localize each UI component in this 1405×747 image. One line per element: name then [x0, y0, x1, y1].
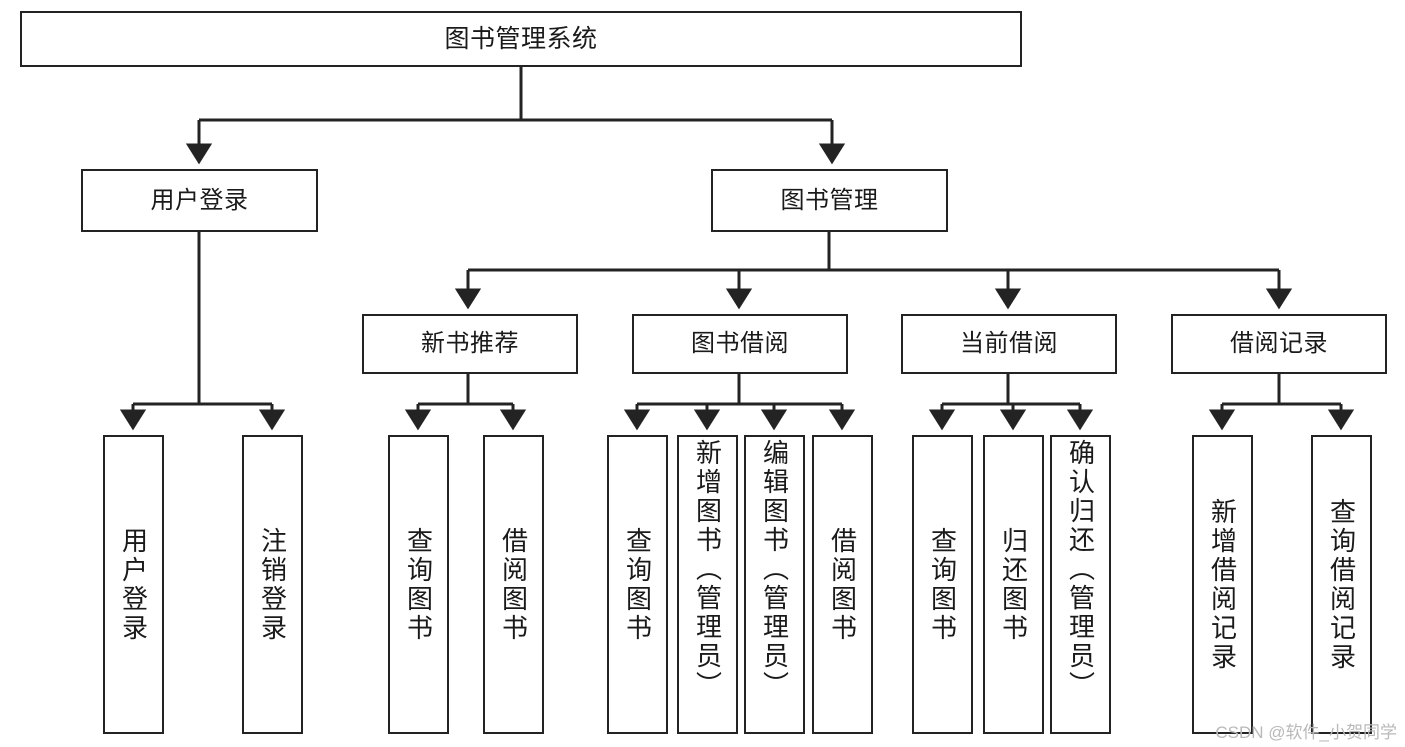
node-book-manage[interactable]: 图书管理 [711, 169, 948, 232]
leaf-return-book-label: 归还图书 [998, 526, 1029, 643]
node-new-book-recommend-label: 新书推荐 [421, 330, 519, 357]
leaf-add-record[interactable]: 新增借阅记录 [1192, 435, 1253, 734]
node-root[interactable]: 图书管理系统 [20, 11, 1022, 67]
watermark: CSDN @软件_小贺同学 [1215, 723, 1397, 742]
leaf-add-book[interactable]: 新增图书（管理员） [677, 435, 738, 734]
node-root-label: 图书管理系统 [444, 24, 598, 53]
leaf-logout-label: 注销登录 [257, 526, 288, 643]
leaf-return-book[interactable]: 归还图书 [983, 435, 1044, 734]
leaf-confirm-return-label: 确认归还（管理员） [1065, 439, 1096, 700]
leaf-query-record-label: 查询借阅记录 [1326, 497, 1357, 672]
leaf-borrow-book-2-label: 借阅图书 [827, 526, 858, 643]
leaf-query-book-1-label: 查询图书 [403, 526, 434, 643]
node-current-borrow[interactable]: 当前借阅 [901, 314, 1117, 374]
leaf-confirm-return[interactable]: 确认归还（管理员） [1050, 435, 1111, 734]
node-book-borrow-label: 图书借阅 [691, 330, 789, 357]
leaf-query-book-3-label: 查询图书 [927, 526, 958, 643]
leaf-logout[interactable]: 注销登录 [242, 435, 303, 734]
leaf-query-book-3[interactable]: 查询图书 [912, 435, 973, 734]
node-user-login[interactable]: 用户登录 [81, 169, 318, 232]
leaf-borrow-book-1[interactable]: 借阅图书 [483, 435, 544, 734]
leaf-borrow-book-1-label: 借阅图书 [498, 526, 529, 643]
leaf-query-book-1[interactable]: 查询图书 [388, 435, 449, 734]
leaf-add-record-label: 新增借阅记录 [1207, 497, 1238, 672]
leaf-add-book-label: 新增图书（管理员） [692, 439, 723, 700]
leaf-edit-book[interactable]: 编辑图书（管理员） [744, 435, 805, 734]
leaf-borrow-book-2[interactable]: 借阅图书 [812, 435, 873, 734]
node-new-book-recommend[interactable]: 新书推荐 [362, 314, 578, 374]
node-book-manage-label: 图书管理 [780, 186, 879, 214]
node-borrow-record-label: 借阅记录 [1230, 330, 1328, 357]
leaf-query-book-2[interactable]: 查询图书 [607, 435, 668, 734]
node-book-borrow[interactable]: 图书借阅 [632, 314, 848, 374]
leaf-edit-book-label: 编辑图书（管理员） [759, 439, 790, 700]
node-current-borrow-label: 当前借阅 [960, 330, 1058, 357]
node-borrow-record[interactable]: 借阅记录 [1171, 314, 1387, 374]
leaf-user-login-label: 用户登录 [118, 526, 149, 643]
leaf-query-book-2-label: 查询图书 [622, 526, 653, 643]
leaf-user-login[interactable]: 用户登录 [103, 435, 164, 734]
node-user-login-label: 用户登录 [150, 186, 249, 214]
leaf-query-record[interactable]: 查询借阅记录 [1311, 435, 1372, 734]
